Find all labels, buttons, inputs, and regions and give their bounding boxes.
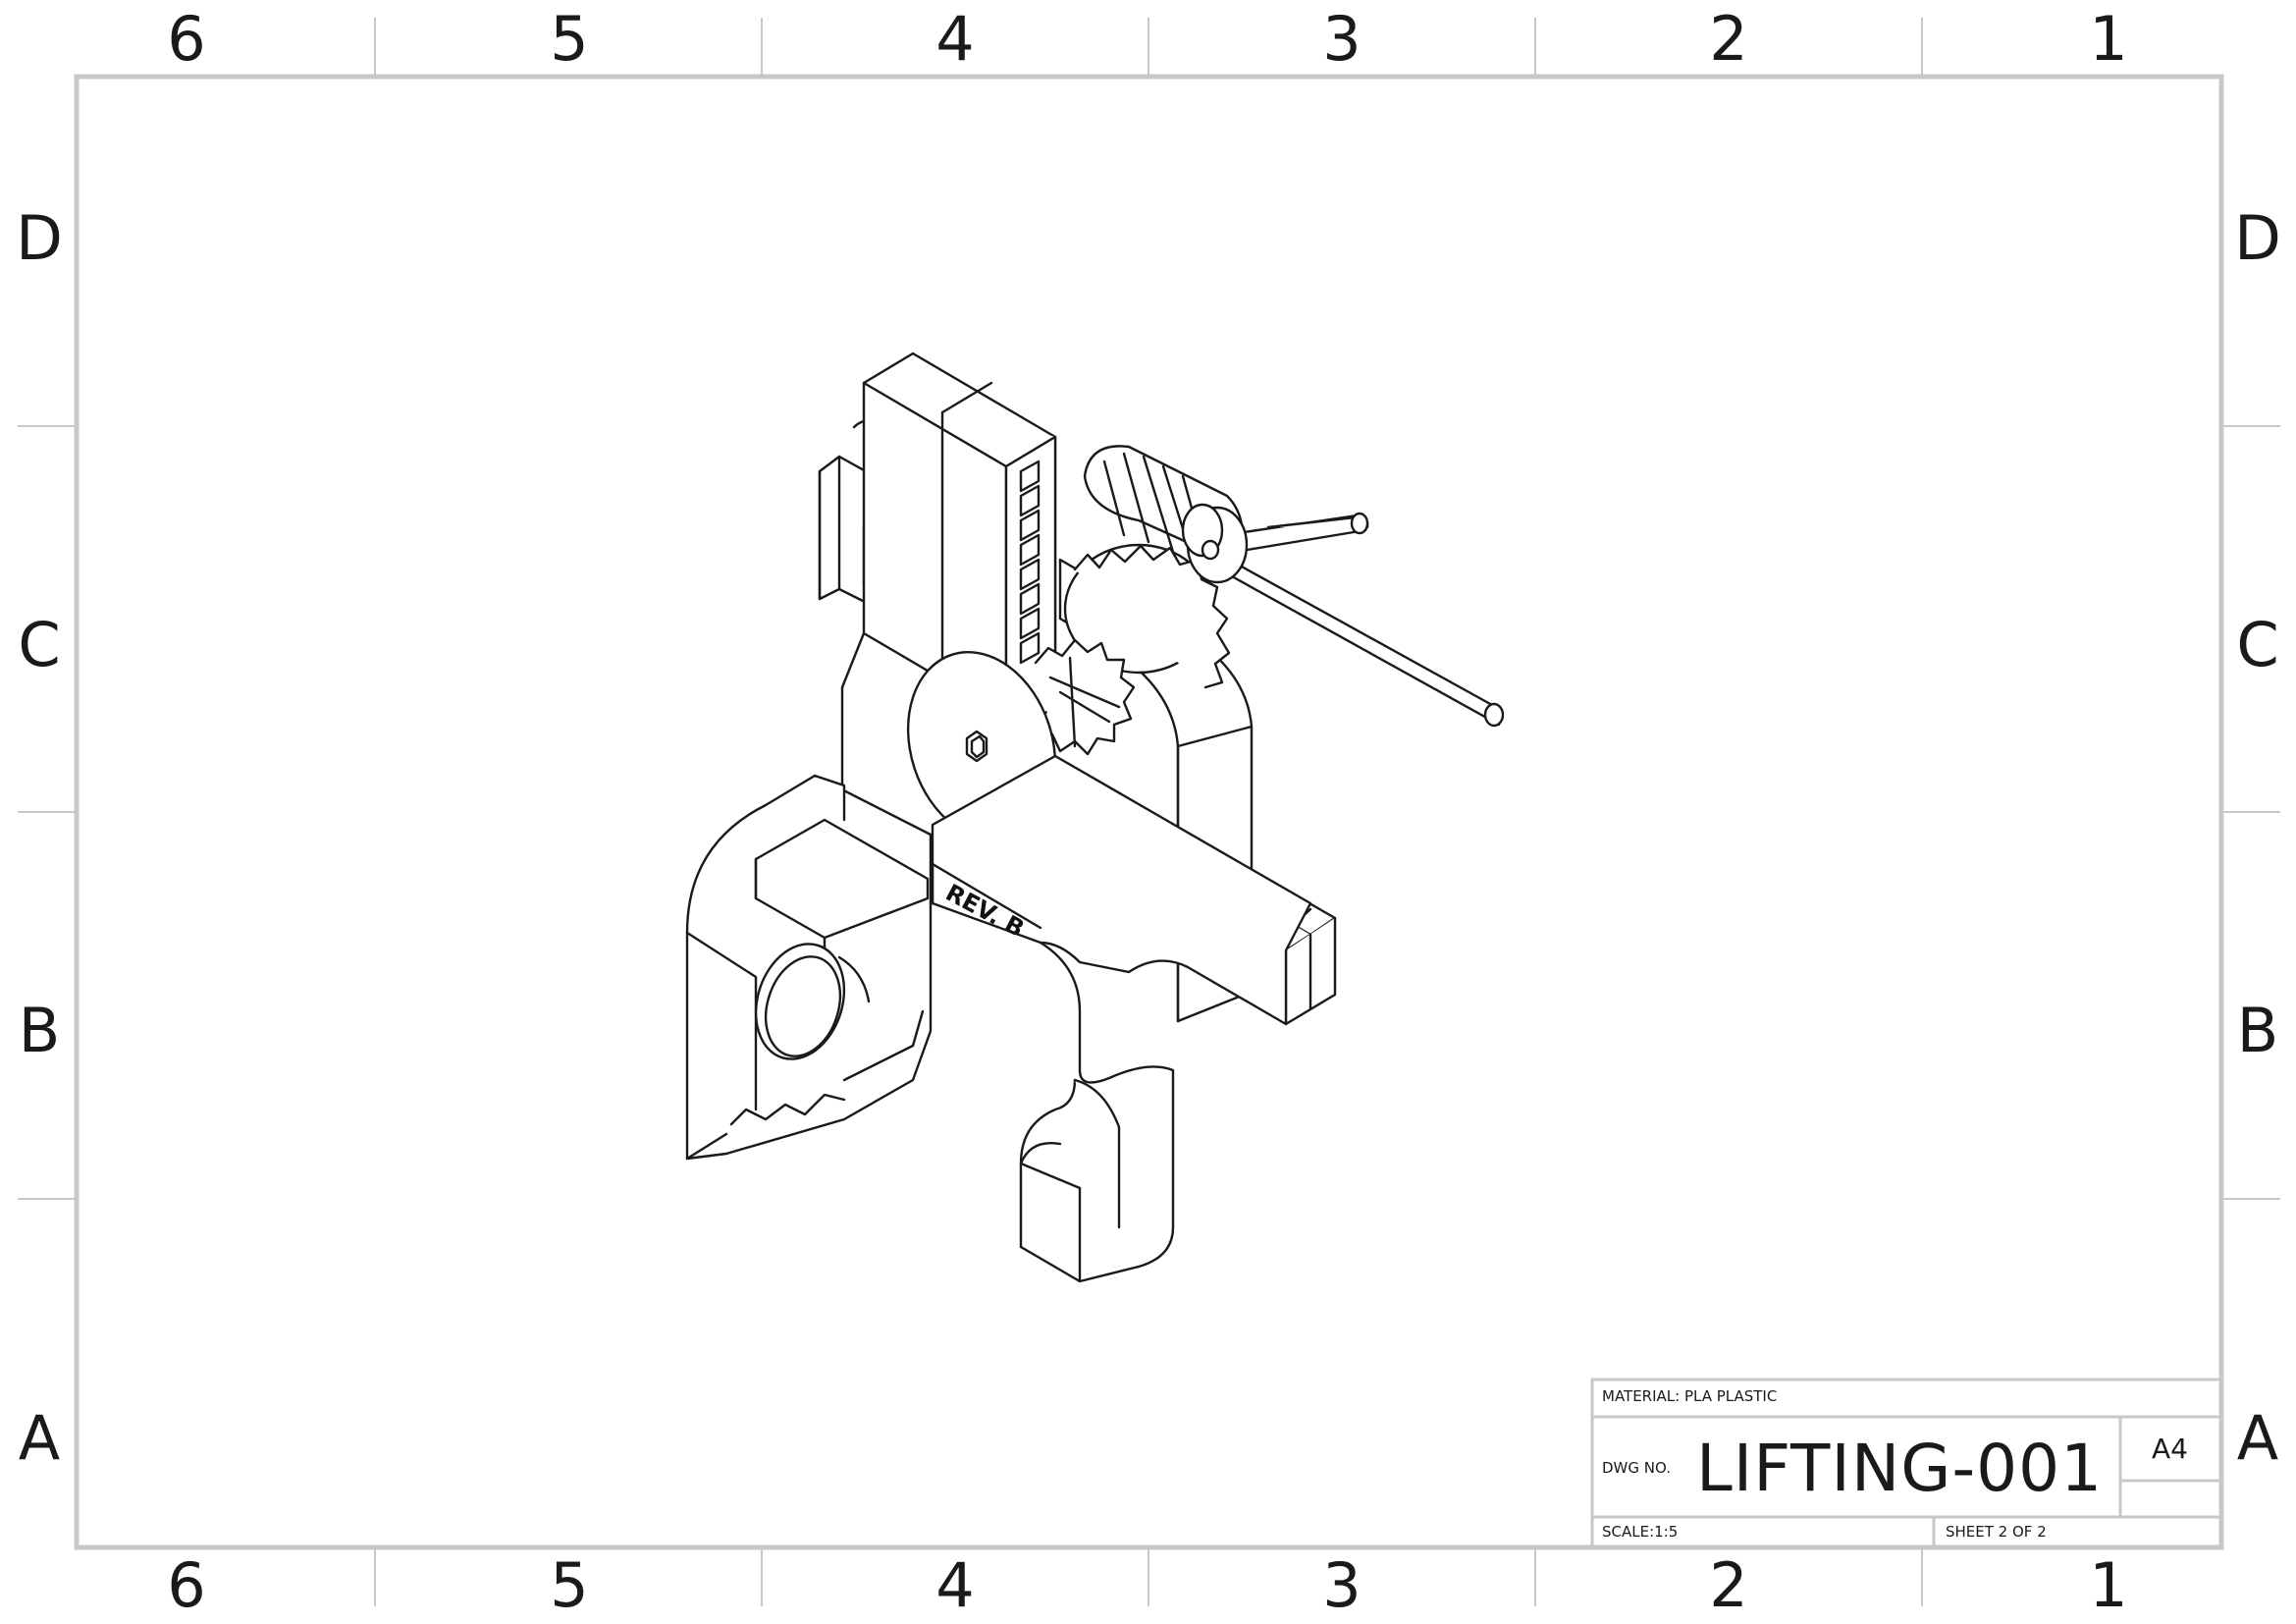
drawing-number: LIFTING-001 bbox=[1696, 1431, 2104, 1506]
zone-row-label-a-left: A bbox=[18, 1402, 61, 1474]
zone-ticks bbox=[18, 18, 2280, 1606]
round-button bbox=[754, 943, 871, 1060]
zone-row-label-b-left: B bbox=[18, 995, 61, 1066]
zone-column-label-4-top: 4 bbox=[935, 3, 975, 75]
zone-column-label-6-bottom: 6 bbox=[167, 1549, 206, 1621]
zone-row-label-d-left: D bbox=[16, 202, 63, 274]
sheet-number-field: SHEET 2 OF 2 bbox=[1946, 1523, 2047, 1541]
zone-column-label-4-bottom: 4 bbox=[935, 1549, 975, 1621]
material-field: MATERIAL: PLA PLASTIC bbox=[1602, 1387, 1778, 1405]
zone-column-label-5-bottom: 5 bbox=[550, 1549, 589, 1621]
zone-row-label-a-right: A bbox=[2236, 1402, 2279, 1474]
hanging-arm bbox=[1019, 941, 1175, 1283]
zone-column-label-2-top: 2 bbox=[1709, 3, 1748, 75]
pinion-gear bbox=[1034, 638, 1136, 756]
zone-column-label-1-top: 1 bbox=[2089, 3, 2128, 75]
zone-column-label-3-top: 3 bbox=[1322, 3, 1362, 75]
front-lift-bar bbox=[931, 754, 1312, 1026]
zone-column-label-2-bottom: 2 bbox=[1709, 1549, 1748, 1621]
zone-row-label-b-right: B bbox=[2236, 995, 2279, 1066]
worm-screw bbox=[1083, 445, 1249, 584]
sheet-size: A4 bbox=[2152, 1433, 2188, 1465]
zone-column-label-1-bottom: 1 bbox=[2089, 1549, 2128, 1621]
zone-column-label-3-bottom: 3 bbox=[1322, 1549, 1362, 1621]
worm-gear-wheel bbox=[1063, 543, 1231, 689]
title-block-frame bbox=[1590, 1378, 2223, 1549]
dwg-no-label: DWG NO. bbox=[1602, 1459, 1671, 1477]
scale-field: SCALE:1:5 bbox=[1602, 1523, 1679, 1541]
drive-shaft bbox=[1202, 512, 1505, 728]
zone-column-label-6-top: 6 bbox=[167, 3, 206, 75]
zone-row-label-c-right: C bbox=[2236, 609, 2279, 680]
lifting-mechanism-isometric-view bbox=[685, 352, 1505, 1283]
zone-row-label-c-left: C bbox=[18, 609, 61, 680]
zone-column-label-5-top: 5 bbox=[550, 3, 589, 75]
zone-row-label-d-right: D bbox=[2234, 202, 2281, 274]
